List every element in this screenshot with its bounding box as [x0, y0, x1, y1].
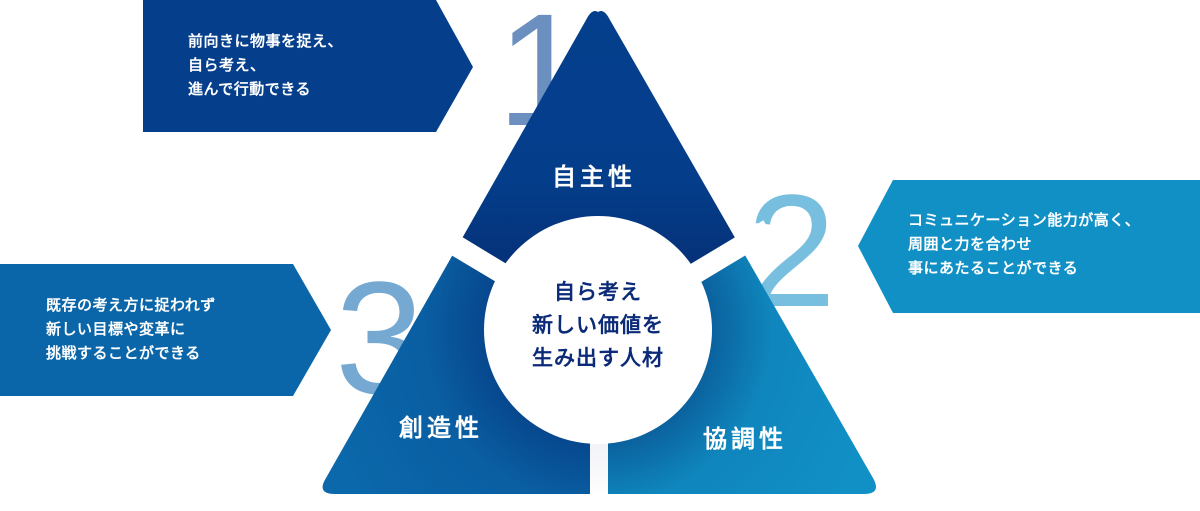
callout-2-line-3: 事にあたることができる [908, 259, 1079, 277]
label-autonomy: 自主性 [552, 163, 636, 191]
callout-1-line-1: 前向きに物事を捉え、 [188, 32, 344, 50]
callout-3-line-1: 既存の考え方に捉われず [46, 296, 216, 314]
callout-2: コミュニケーション能力が高く、 周囲と力を合わせ 事にあたることができる [858, 180, 1200, 313]
label-creativity: 創造性 [399, 414, 483, 442]
callout-2-shape [858, 180, 1200, 313]
callout-1-line-2: 自ら考え、 [188, 56, 266, 74]
callout-1: 前向きに物事を捉え、 自ら考え、 進んで行動できる [143, 0, 474, 132]
callout-3-text: 既存の考え方に捉われず 新しい目標や変革に 挑戦することができる [46, 293, 216, 365]
callout-2-line-2: 周囲と力を合わせ [908, 235, 1033, 253]
center-circle [484, 216, 712, 444]
callout-2-line-1: コミュニケーション能力が高く、 [908, 211, 1141, 229]
center-line-1: 自ら考え [554, 280, 642, 304]
center-line-2: 新しい価値を [532, 313, 664, 337]
center-line-3: 生み出す人材 [532, 346, 664, 370]
callout-1-shape [143, 0, 473, 132]
label-cooperation: 協調性 [703, 425, 787, 453]
callout-2-text: コミュニケーション能力が高く、 周囲と力を合わせ 事にあたることができる [908, 208, 1140, 280]
callout-1-line-3: 進んで行動できる [188, 80, 311, 98]
callout-3: 既存の考え方に捉われず 新しい目標や変革に 挑戦することができる [0, 264, 332, 396]
callout-3-shape [0, 264, 331, 396]
callout-3-line-2: 新しい目標や変革に [46, 320, 186, 338]
center-text: 自ら考え 新しい価値を 生み出す人材 [498, 276, 698, 375]
callout-1-text: 前向きに物事を捉え、 自ら考え、 進んで行動できる [188, 29, 343, 101]
callout-3-line-3: 挑戦することができる [46, 344, 201, 362]
